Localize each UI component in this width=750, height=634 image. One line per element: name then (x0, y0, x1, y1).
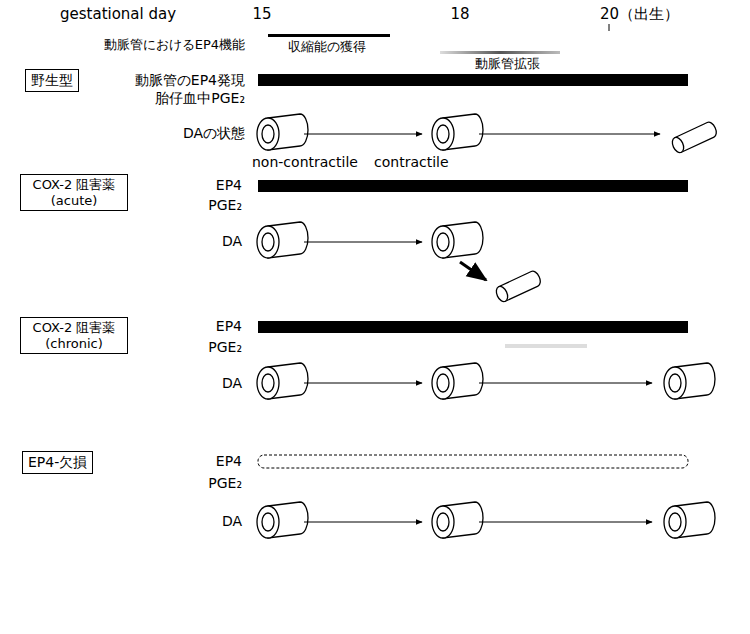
row-label: EP4 (216, 177, 242, 194)
condition-text: 野生型 (31, 72, 73, 89)
row-label: DAの状態 (183, 125, 245, 142)
phase-label: 収縮能の獲得 (288, 39, 366, 55)
condition-text: EP4-欠損 (28, 454, 87, 471)
condition-box: EP4-欠損 (22, 451, 93, 474)
row-label: 動脈管のEP4発現 (135, 72, 245, 89)
phase-label: 動脈管拡張 (475, 56, 540, 72)
row-label: DA (222, 375, 242, 392)
day-number: 18 (450, 5, 469, 23)
condition-text: COX-2 阻害薬 (acute) (26, 177, 122, 208)
condition-box: COX-2 阻害薬 (acute) (20, 174, 128, 211)
condition-box: 野生型 (25, 69, 79, 92)
condition-text: COX-2 阻害薬 (chronic) (26, 320, 122, 351)
row-label: 胎仔血中PGE₂ (155, 90, 245, 107)
axis-title: gestational day (60, 5, 176, 23)
row-label: DA (222, 513, 242, 530)
row-label: EP4 (216, 318, 242, 335)
condition-box: COX-2 阻害薬 (chronic) (20, 317, 128, 354)
row-label: PGE₂ (208, 197, 242, 214)
row-heading: 動脈管におけるEP4機能 (104, 37, 245, 53)
day-number: 15 (252, 5, 271, 23)
row-label: PGE₂ (208, 475, 242, 492)
row-label: DA (222, 233, 242, 250)
day-number: 20（出生） (600, 5, 679, 23)
state-label: non-contractile (252, 154, 358, 171)
row-label: PGE₂ (208, 339, 242, 356)
state-label: contractile (374, 154, 449, 171)
row-label: EP4 (216, 453, 242, 470)
